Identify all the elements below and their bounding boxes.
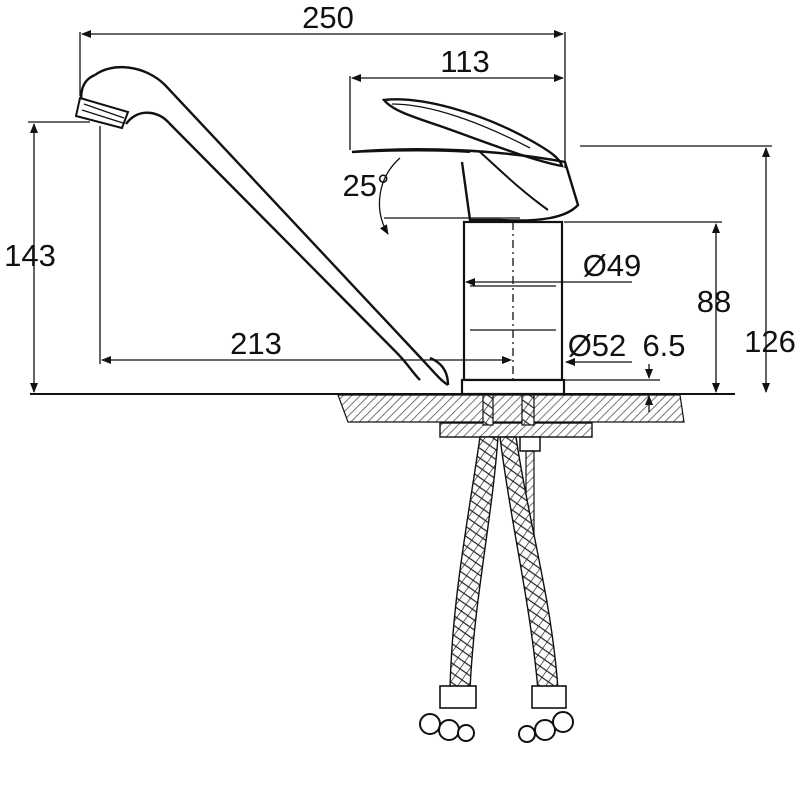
spout-reach-label: 213 <box>230 326 282 361</box>
base-diameter-label: Ø52 <box>568 328 627 363</box>
lever-highlight <box>391 103 531 149</box>
counter-hatch <box>337 394 685 423</box>
aerator-ring-1 <box>83 103 125 119</box>
hose-left <box>449 436 499 691</box>
mounting-nut <box>519 436 541 452</box>
base-ring <box>460 378 566 396</box>
total-height-label: 126 <box>744 324 796 359</box>
countertop-section <box>30 393 735 438</box>
hose-right-ferrule <box>531 685 567 709</box>
aerator-ring-2 <box>81 109 124 124</box>
spout-upper-edge <box>94 65 449 387</box>
overall-length-label: 250 <box>302 0 354 35</box>
handle-curve <box>479 151 549 211</box>
fitting-right-b <box>534 719 556 741</box>
dim-handle-length: 113 <box>349 44 564 150</box>
dim-spout-height: 143 <box>4 121 90 393</box>
hose-left-ferrule <box>439 685 477 709</box>
aerator-tip <box>74 96 130 130</box>
spout-height-label: 143 <box>4 238 56 273</box>
spout <box>74 65 450 387</box>
base-thickness-label: 6.5 <box>642 328 685 363</box>
dim-body-height: 88 <box>564 221 731 393</box>
dim-base-thickness: 6.5 <box>565 328 686 412</box>
dim-base-diameter: Ø52 <box>565 328 632 366</box>
fitting-left-c <box>457 724 475 742</box>
hose-stub-left <box>482 394 494 426</box>
fitting-right-c <box>552 711 574 733</box>
spout-lower-edge <box>125 111 421 381</box>
dim-handle-angle: 25° <box>343 157 520 235</box>
body-height-label: 88 <box>697 284 731 319</box>
body-diameter-label: Ø49 <box>583 248 642 283</box>
lever-blade <box>381 98 564 168</box>
dim-body-diameter: Ø49 <box>465 248 642 286</box>
fitting-right-a <box>518 725 536 743</box>
dim-spout-reach: 213 <box>99 126 512 364</box>
faucet-body <box>460 220 566 396</box>
mounting-washer <box>439 422 593 438</box>
angle-arc <box>378 157 401 235</box>
dim-overall-length: 250 <box>79 0 566 168</box>
handle-length-label: 113 <box>440 44 489 79</box>
handle-angle-label: 25° <box>343 168 390 203</box>
hose-stub-right <box>521 394 535 426</box>
lever-bottom-edge <box>351 149 471 153</box>
dim-total-height: 126 <box>580 145 796 393</box>
fitting-left-a <box>419 713 441 735</box>
flexible-hoses <box>419 394 574 743</box>
fitting-left-b <box>438 719 460 741</box>
